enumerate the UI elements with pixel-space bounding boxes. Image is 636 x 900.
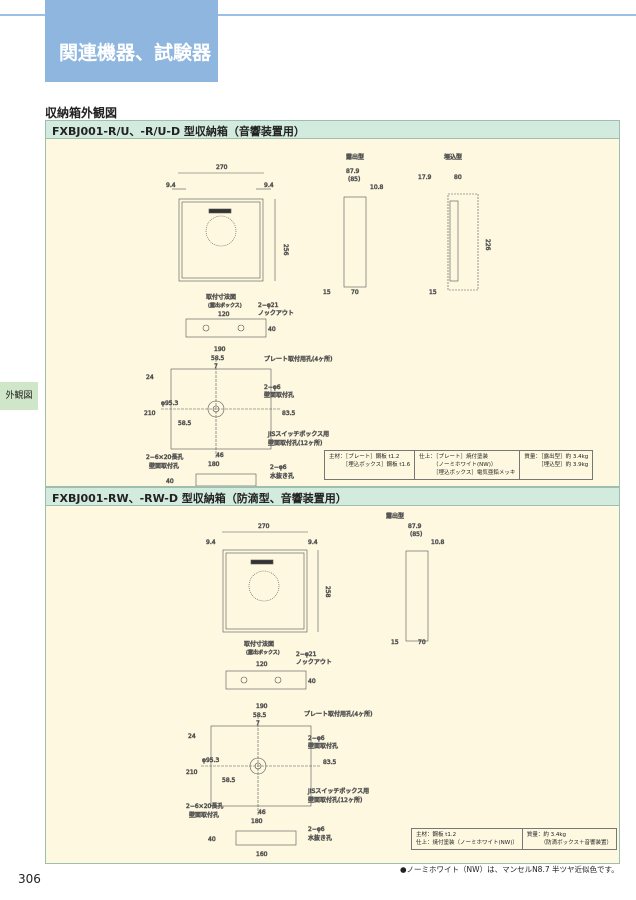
dim-text: 87.9 xyxy=(346,168,360,175)
annotation: 2−φ6 xyxy=(308,826,325,833)
dim-text: 7 xyxy=(214,363,218,370)
annotation: ノックアウト xyxy=(258,309,294,317)
page-title: 関連機器、試験器 xyxy=(45,0,218,82)
dim-text: 24 xyxy=(188,733,196,740)
dim-text: 83.5 xyxy=(282,410,296,417)
dim-text: 46 xyxy=(258,809,266,816)
spec-material: 主材：［プレート］鋼板 t1.2 ［埋込ボックス］鋼板 t1.6 xyxy=(325,451,416,479)
dim-text: 226 xyxy=(484,239,491,251)
footnote: ●ノーミホワイト（NW）は、マンセルN8.7 半ツヤ近似色です。 xyxy=(400,865,619,874)
dim-text: 58.5 xyxy=(253,712,267,719)
annotation: プレート取付用孔(4ヶ所) xyxy=(264,355,333,363)
annotation: 2−φ6 xyxy=(270,464,287,471)
spec-mass: 質量：［露出型］約 3.4kg ［埋込型］約 3.9kg xyxy=(524,454,589,468)
dim-text: 40 xyxy=(268,326,276,333)
dim-text: 190 xyxy=(256,703,268,710)
dim-text: 180 xyxy=(251,818,263,825)
annotation: ノックアウト xyxy=(296,658,332,666)
dim-text: 9.4 xyxy=(206,539,216,546)
dim-text: 15 xyxy=(391,639,399,646)
annotation: 壁面取付孔(12ヶ所) xyxy=(268,439,322,447)
page-number: 306 xyxy=(18,872,41,886)
dim-text: (85) xyxy=(348,176,360,183)
dim-text: (85) xyxy=(410,531,422,538)
dim-text: 210 xyxy=(186,769,198,776)
annotation: 水抜き孔 xyxy=(308,834,332,842)
view-label: (露出ボックス) xyxy=(246,649,280,656)
drawing-2: 270 9.4 9.4 258 露出型 87.9(85) 10.8 15 70 取付寸法… xyxy=(186,512,445,859)
section-1: FXBJ001-R/U、-R/U-D 型収納箱（音響装置用） 270 9.4 9.4… xyxy=(45,120,620,487)
spec-material-finish: 主材：鋼板 t1.2 仕上：焼付塗装（ノーミホワイト(NW)） xyxy=(412,829,523,849)
annotation: 壁面取付孔 xyxy=(189,811,219,819)
spec-table-2: 主材：鋼板 t1.2 仕上：焼付塗装（ノーミホワイト(NW)） 質量：約 3.4… xyxy=(411,828,617,850)
dim-text: 24 xyxy=(146,374,154,381)
dim-text: 15 xyxy=(429,289,437,296)
dim-text: 9.4 xyxy=(166,182,176,189)
dim-text: 160 xyxy=(256,851,268,858)
annotation: JISスイッチボックス用 xyxy=(267,430,329,438)
top-rule xyxy=(0,14,636,16)
view-label: 取付寸法図 xyxy=(206,293,236,301)
dim-text: 210 xyxy=(144,410,156,417)
dim-text: 120 xyxy=(256,661,268,668)
dim-text: 180 xyxy=(208,461,220,468)
dim-text: 70 xyxy=(418,639,426,646)
dim-text: 87.9 xyxy=(408,523,422,530)
dim-text: 40 xyxy=(208,836,216,843)
dim-text: 190 xyxy=(214,346,226,353)
annotation: 2−φ6 xyxy=(264,384,281,391)
spec-finish: 仕上：［プレート］焼付塗装 （ノーミホワイト(NW)） ［埋込ボックス］電気亜鉛… xyxy=(415,451,521,479)
dim-text: 80 xyxy=(454,174,462,181)
dim-text: 9.4 xyxy=(264,182,274,189)
dim-text: 270 xyxy=(258,523,270,530)
dim-text: 70 xyxy=(351,289,359,296)
section-2: FXBJ001-RW、-RW-D 型収納箱（防滴型、音響装置用） 270 9.4 9… xyxy=(45,487,620,864)
section-2-title: FXBJ001-RW、-RW-D 型収納箱（防滴型、音響装置用） xyxy=(46,488,619,506)
annotation: 2−6×20長孔 xyxy=(186,802,223,810)
spec-mass: 質量：約 3.4kg （防滴ボックス＋音響装置） xyxy=(526,832,612,846)
side-tab: 外観図 xyxy=(0,382,38,410)
dim-text: φ95.3 xyxy=(202,757,220,764)
subtitle: 収納箱外観図 xyxy=(45,106,118,120)
dim-text: 7 xyxy=(256,720,260,727)
dim-text: 40 xyxy=(166,478,174,485)
dim-text: 270 xyxy=(216,164,228,171)
dim-text: 15 xyxy=(323,289,331,296)
dim-text: 10.8 xyxy=(370,184,384,191)
view-label: 露出型 xyxy=(386,512,404,520)
annotation: 2−6×20長孔 xyxy=(146,453,183,461)
dim-text: 9.4 xyxy=(308,539,318,546)
view-label: 埋込型 xyxy=(444,153,462,161)
spec-table-1: 主材：［プレート］鋼板 t1.2 ［埋込ボックス］鋼板 t1.6 仕上：［プレー… xyxy=(324,450,594,480)
annotation: 壁面取付孔 xyxy=(308,742,338,750)
dim-text: 256 xyxy=(282,244,289,256)
annotation: 水抜き孔 xyxy=(270,472,294,480)
dim-text: 58.5 xyxy=(178,420,192,427)
annotation: 2−φ6 xyxy=(308,735,325,742)
annotation: JISスイッチボックス用 xyxy=(307,787,369,795)
annotation: 壁面取付孔(12ヶ所) xyxy=(308,796,362,804)
annotation: 2−φ21 xyxy=(296,651,317,658)
dim-text: 120 xyxy=(218,311,230,318)
dim-text: 58.5 xyxy=(211,355,225,362)
dim-text: φ95.3 xyxy=(161,400,179,407)
section-1-title: FXBJ001-R/U、-R/U-D 型収納箱（音響装置用） xyxy=(46,121,619,139)
annotation: 2−φ21 xyxy=(258,302,279,309)
view-label: 取付寸法図 xyxy=(244,640,274,648)
dim-text: 40 xyxy=(308,678,316,685)
annotation: プレート取付用孔(4ヶ所) xyxy=(304,710,373,718)
view-label: 露出型 xyxy=(346,153,364,161)
dim-text: 58.5 xyxy=(222,777,236,784)
dim-text: 10.8 xyxy=(431,539,445,546)
dim-text: 17.9 xyxy=(418,174,432,181)
annotation: 壁面取付孔 xyxy=(264,391,294,399)
dim-text: 46 xyxy=(216,452,224,459)
view-label: (露出ボックス) xyxy=(208,302,242,309)
dim-text: 83.5 xyxy=(323,759,337,766)
dim-text: 258 xyxy=(324,586,331,598)
annotation: 壁面取付孔 xyxy=(149,462,179,470)
